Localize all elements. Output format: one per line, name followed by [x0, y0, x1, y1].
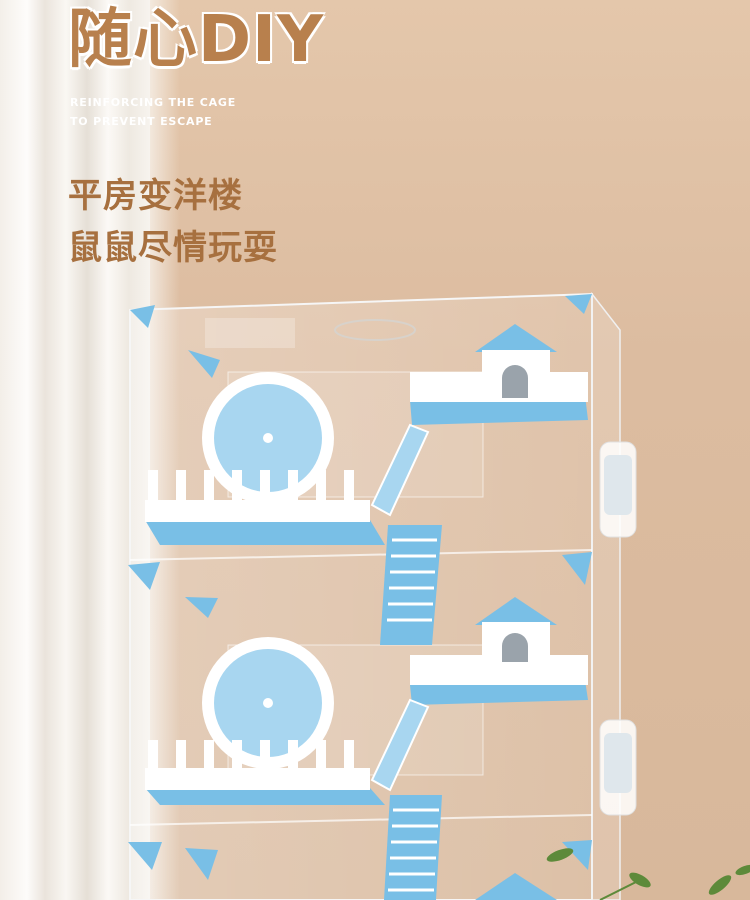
hero-subtitle-line1: REINFORCING THE CAGE	[70, 96, 237, 109]
corner-brackets	[128, 294, 592, 880]
hero-title: 随心DIY	[68, 3, 325, 77]
white-curtain	[0, 0, 150, 900]
floor-1	[145, 324, 588, 645]
hero-subtitle-line2: TO PREVENT ESCAPE	[70, 115, 213, 128]
headline-line1: 平房变洋楼	[68, 176, 243, 216]
floor-2	[145, 597, 588, 900]
water-bottles	[599, 441, 637, 816]
green-plant	[546, 848, 750, 900]
headline-line2: 鼠鼠尽情玩耍	[68, 228, 278, 268]
